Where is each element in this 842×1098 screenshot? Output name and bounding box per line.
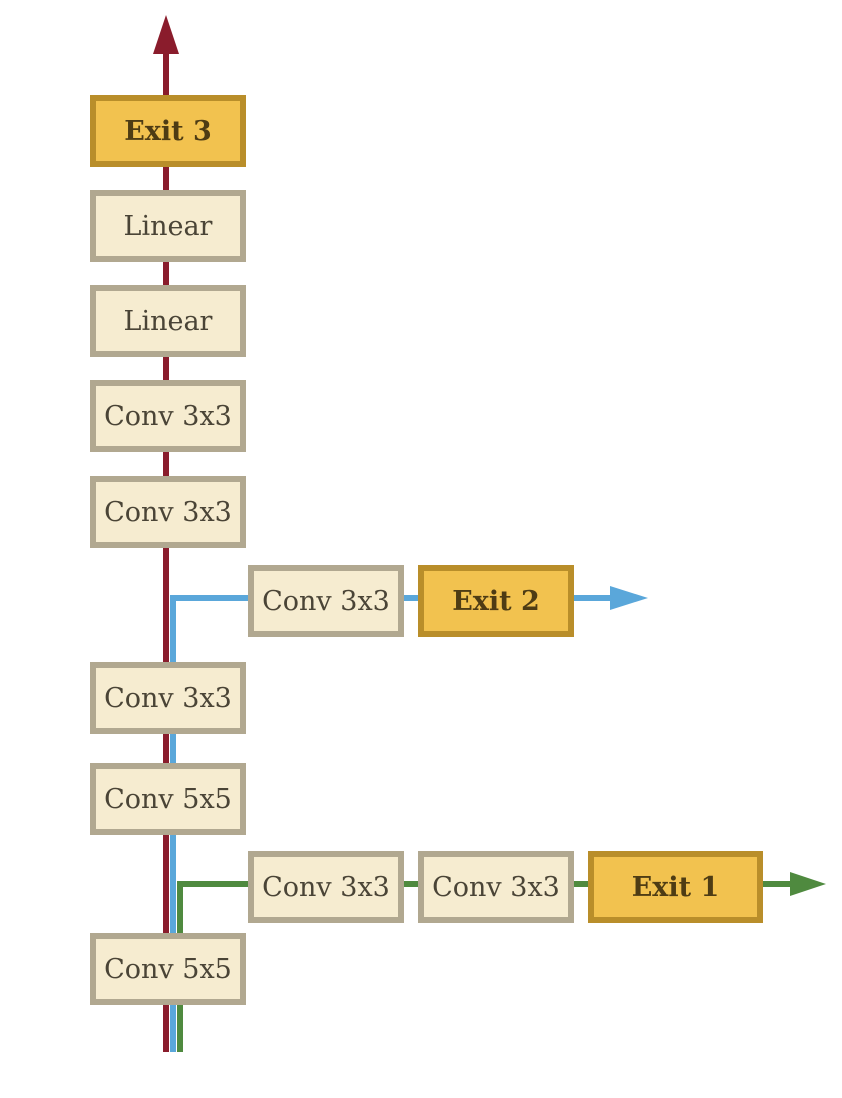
- backbone-layer-7: Linear: [90, 285, 246, 357]
- backbone-layer-8: Linear: [90, 190, 246, 262]
- exit1-box: Exit 1: [588, 851, 763, 923]
- backbone-layer-1: Conv 5x5: [90, 933, 246, 1005]
- exit2-box: Exit 2: [418, 565, 574, 637]
- backbone-layer-4: Conv 3x3: [90, 662, 246, 734]
- exit2-arrowhead: [610, 586, 648, 610]
- backbone-layer-6: Conv 3x3: [90, 380, 246, 452]
- exit1-arrowhead: [790, 872, 826, 896]
- exit3-box: Exit 3: [90, 95, 246, 167]
- backbone-layer-3: Conv 5x5: [90, 763, 246, 835]
- exit1-branch-layer-1: Conv 3x3: [248, 851, 404, 923]
- exit2-branch-layer-1: Conv 3x3: [248, 565, 404, 637]
- main-path-arrowhead: [153, 15, 179, 54]
- exit1-branch-layer-2: Conv 3x3: [418, 851, 574, 923]
- backbone-layer-5: Conv 3x3: [90, 476, 246, 548]
